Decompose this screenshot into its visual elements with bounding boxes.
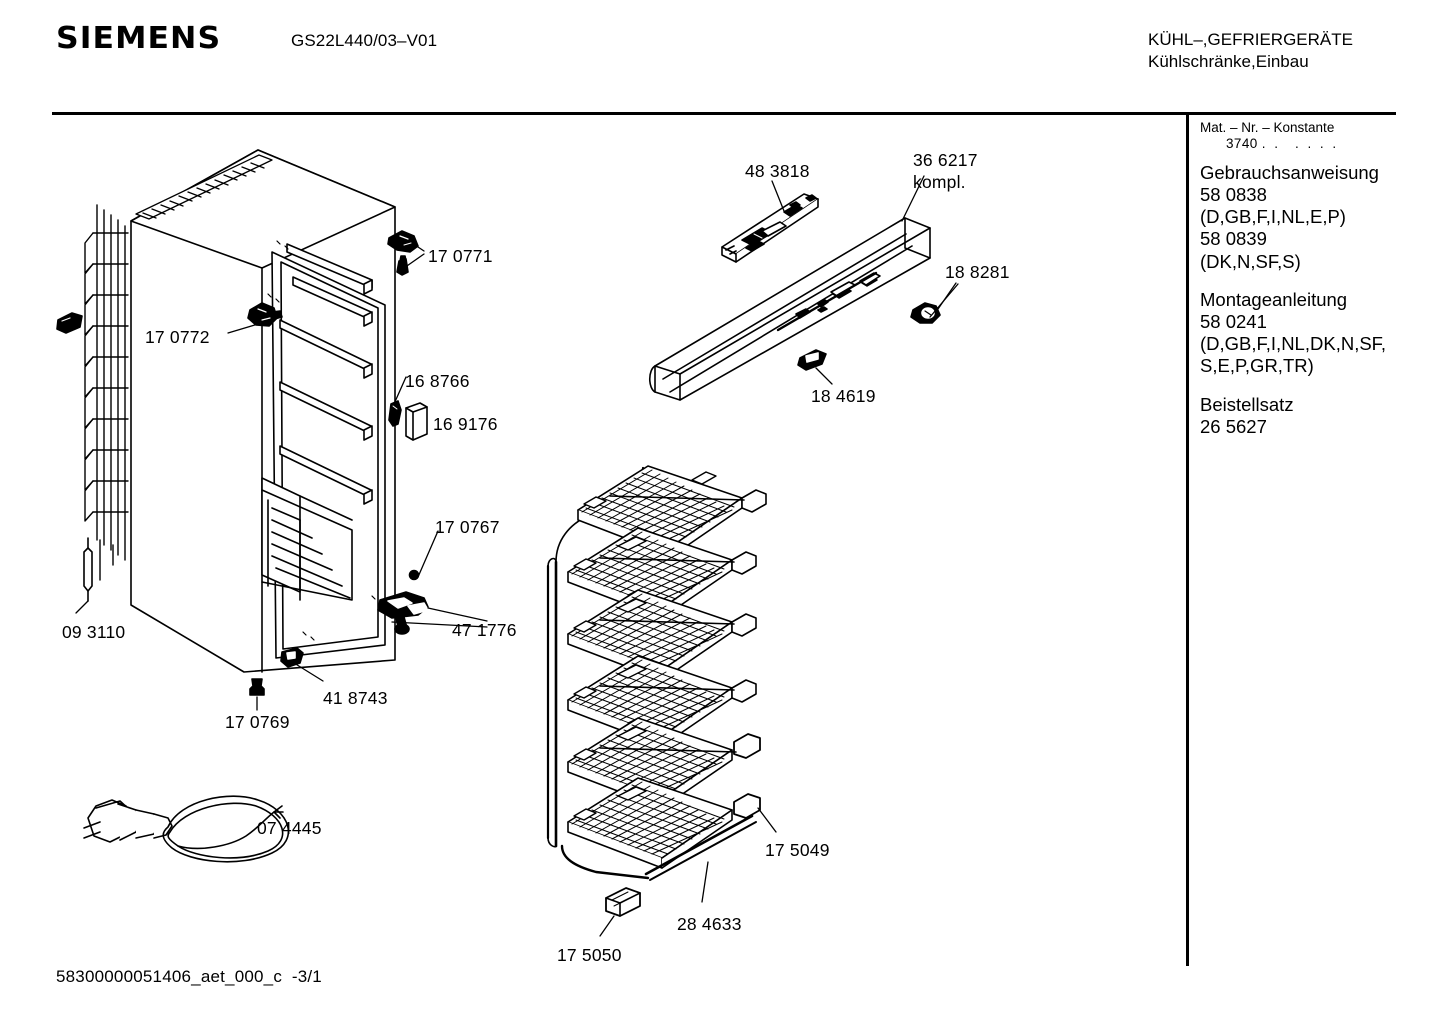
panel-knob-part: [910, 302, 941, 324]
callout-label-366217: 36 6217: [913, 150, 978, 170]
top-vent-hatch: [135, 154, 273, 220]
category-line-2: Kühlschränke,Einbau: [1148, 52, 1309, 71]
foot-clip-part: [280, 647, 304, 668]
callout-label-074445: 07 4445: [257, 818, 322, 838]
gebrauchsanweisung-langs-2: (DK,N,SF,S): [1200, 250, 1301, 272]
rack-shelf: [567, 527, 757, 619]
door-stop-pin-part: [388, 400, 402, 427]
hinge-middle-part: [247, 302, 283, 327]
montageanleitung-langs-1: (D,GB,F,I,NL,DK,N,SF,: [1200, 333, 1387, 355]
callout-label-284633: 28 4633: [677, 914, 742, 934]
mat-nr-label: Mat. – Nr. – Konstante: [1200, 120, 1335, 135]
montageanleitung-title: Montageanleitung: [1200, 288, 1348, 310]
callout-label-169176: 16 9176: [433, 414, 498, 434]
control-pcb-part: [721, 193, 819, 263]
gebrauchsanweisung-code-1: 58 0838: [1200, 184, 1267, 206]
callout-label-184619: 18 4619: [811, 386, 876, 406]
leader-lines-panel: [771, 175, 959, 385]
beistellsatz-title: Beistellsatz: [1200, 393, 1294, 415]
panel-divider-rule: [1186, 115, 1189, 966]
callout-label-483818: 48 3818: [745, 161, 810, 181]
callout-label-418743: 41 8743: [323, 688, 388, 708]
mat-nr-value: 3740 . . . . . .: [1226, 135, 1337, 151]
control-panel-assembly: [648, 175, 959, 401]
callout-label-170767: 17 0767: [435, 517, 500, 537]
hinge-top-part: [387, 230, 419, 253]
shelf-rails: [279, 243, 373, 505]
door-stop-block-part: [405, 402, 428, 441]
montageanleitung-langs-2: S,E,P,GR,TR): [1200, 355, 1314, 377]
crisper-drawer: [261, 477, 353, 601]
shelf-rack-assembly: [546, 465, 777, 937]
bottom-hinge-assembly: [377, 591, 429, 635]
callout-label-093110: 09 3110: [62, 622, 126, 642]
callout-label-175049: 17 5049: [765, 840, 830, 860]
rack-shelf: [567, 717, 761, 809]
callout-label-366217-kompl: kompl.: [913, 172, 966, 192]
gebrauchsanweisung-title: Gebrauchsanweisung: [1200, 161, 1379, 183]
condenser-coil: [84, 204, 129, 581]
screw-dot-part: [408, 569, 420, 581]
callout-label-188281: 18 8281: [945, 262, 1010, 282]
documentation-info-panel: Mat. – Nr. – Konstante 3740 . . . . . . …: [1200, 120, 1430, 438]
rack-bushing-part: [605, 887, 641, 917]
panel-clip-part: [797, 349, 827, 371]
callout-label-471776: 47 1776: [452, 620, 517, 640]
gebrauchsanweisung-code-2: 58 0839: [1200, 228, 1267, 250]
callout-label-175050: 17 5050: [557, 945, 622, 965]
model-code: GS22L440/03–V01: [291, 31, 438, 50]
hinge-pin-part: [396, 255, 409, 276]
rack-shelf: [567, 589, 757, 681]
rack-shelf: [567, 777, 761, 869]
callout-label-168766: 16 8766: [405, 371, 470, 391]
rack-shelf: [577, 465, 767, 557]
siemens-logo: SIEMENS: [56, 21, 222, 56]
montageanleitung-code-1: 58 0241: [1200, 310, 1267, 332]
cabinet-dimples: [267, 240, 384, 641]
fascia-panel-part: [648, 217, 931, 401]
sensor-probe-part: [83, 537, 93, 602]
levelling-screw-part: [249, 678, 265, 696]
category-line-1: KÜHL–,GEFRIERGERÄTE: [1148, 30, 1353, 49]
gebrauchsanweisung-langs-1: (D,GB,F,I,NL,E,P): [1200, 206, 1346, 228]
leader-lines-cabinet: [75, 244, 488, 711]
callout-label-170771: 17 0771: [428, 246, 493, 266]
rack-shelf: [567, 655, 757, 747]
coil-clip-part: [56, 312, 83, 334]
drawing-id-footer: 58300000051406_aet_000_c -3/1: [56, 967, 322, 986]
callout-label-170772: 17 0772: [145, 327, 210, 347]
beistellsatz-code-1: 26 5627: [1200, 415, 1267, 437]
callout-label-170769: 17 0769: [225, 712, 290, 732]
header-divider-rule: [52, 112, 1396, 115]
